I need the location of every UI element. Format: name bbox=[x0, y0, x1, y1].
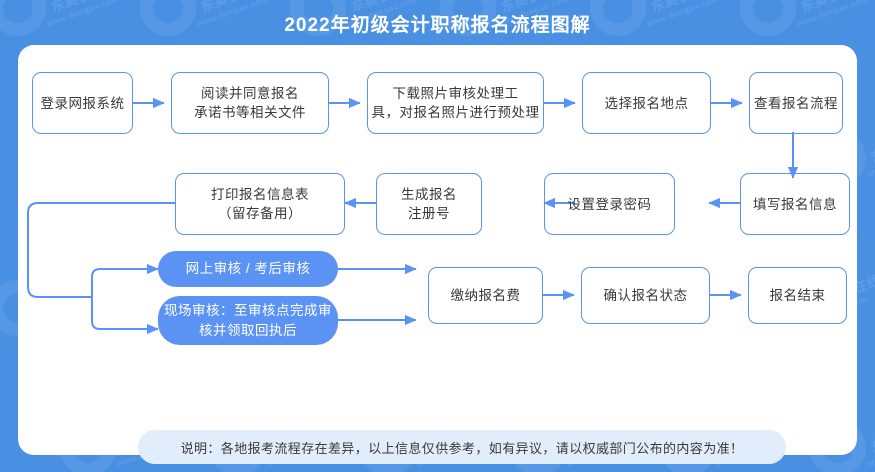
watermark-url-text: www.dongao.com bbox=[866, 434, 875, 469]
flowchart-card: 登录网报系统 阅读并同意报名 承诺书等相关文件 下载照片审核处理工 具，对报名照… bbox=[18, 45, 857, 464]
node-set-password[interactable]: 设置登录密码 bbox=[544, 173, 675, 235]
node-reg-number-label: 生成报名 注册号 bbox=[401, 187, 457, 221]
branch-online-review-label: 网上审核 / 考后审核 bbox=[185, 261, 311, 276]
watermark-url-text: www.dongao.com bbox=[866, 144, 875, 179]
node-confirm-status[interactable]: 确认报名状态 bbox=[581, 267, 710, 324]
node-photo-tool-label: 下载照片审核处理工 具，对报名照片进行预处理 bbox=[371, 86, 540, 120]
flowchart-canvas: 登录网报系统 阅读并同意报名 承诺书等相关文件 下载照片审核处理工 具，对报名照… bbox=[18, 45, 857, 464]
node-view-process-label: 查看报名流程 bbox=[754, 95, 838, 111]
node-agree-label: 阅读并同意报名 承诺书等相关文件 bbox=[194, 86, 306, 120]
branch-onsite-review[interactable]: 现场审核：至审核点完成审 核并领取回执后 bbox=[158, 296, 338, 345]
watermark-brand-text: 东奥会计在线 bbox=[869, 412, 875, 455]
disclaimer-note: 说明：各地报考流程存在差异，以上信息仅供参考，如有异议，请以权威部门公布的内容为… bbox=[138, 430, 786, 464]
node-pay-fee[interactable]: 缴纳报名费 bbox=[428, 267, 543, 324]
node-set-password-label: 设置登录密码 bbox=[567, 196, 652, 212]
node-finish[interactable]: 报名结束 bbox=[748, 267, 847, 324]
node-choose-place[interactable]: 选择报名地点 bbox=[582, 72, 711, 134]
branch-onsite-review-label: 现场审核：至审核点完成审 核并领取回执后 bbox=[164, 302, 332, 338]
node-fill-info[interactable]: 填写报名信息 bbox=[740, 173, 850, 235]
node-print-form[interactable]: 打印报名信息表 （留存备用） bbox=[175, 173, 345, 235]
node-reg-number[interactable]: 生成报名 注册号 bbox=[376, 173, 482, 235]
node-print-form-label: 打印报名信息表 （留存备用） bbox=[211, 187, 309, 221]
branch-online-review[interactable]: 网上审核 / 考后审核 bbox=[158, 251, 338, 287]
node-fill-info-label: 填写报名信息 bbox=[753, 196, 837, 212]
node-finish-label: 报名结束 bbox=[769, 288, 826, 303]
node-confirm-status-label: 确认报名状态 bbox=[603, 288, 688, 303]
node-photo-tool[interactable]: 下载照片审核处理工 具，对报名照片进行预处理 bbox=[367, 72, 544, 134]
node-choose-place-label: 选择报名地点 bbox=[604, 95, 689, 111]
node-view-process[interactable]: 查看报名流程 bbox=[749, 72, 843, 134]
watermark-brand-text: 东奥会计在线 bbox=[869, 122, 875, 165]
node-pay-fee-label: 缴纳报名费 bbox=[450, 288, 521, 303]
disclaimer-note-text: 说明：各地报考流程存在差异，以上信息仅供参考，如有异议，请以权威部门公布的内容为… bbox=[180, 440, 744, 456]
page-title: 2022年初级会计职称报名流程图解 bbox=[284, 14, 591, 36]
node-login-label: 登录网报系统 bbox=[40, 95, 125, 111]
node-agree[interactable]: 阅读并同意报名 承诺书等相关文件 bbox=[171, 72, 329, 134]
page-header: 2022年初级会计职称报名流程图解 bbox=[0, 0, 875, 46]
connector-lines bbox=[27, 97, 799, 335]
node-login[interactable]: 登录网报系统 bbox=[32, 72, 133, 134]
